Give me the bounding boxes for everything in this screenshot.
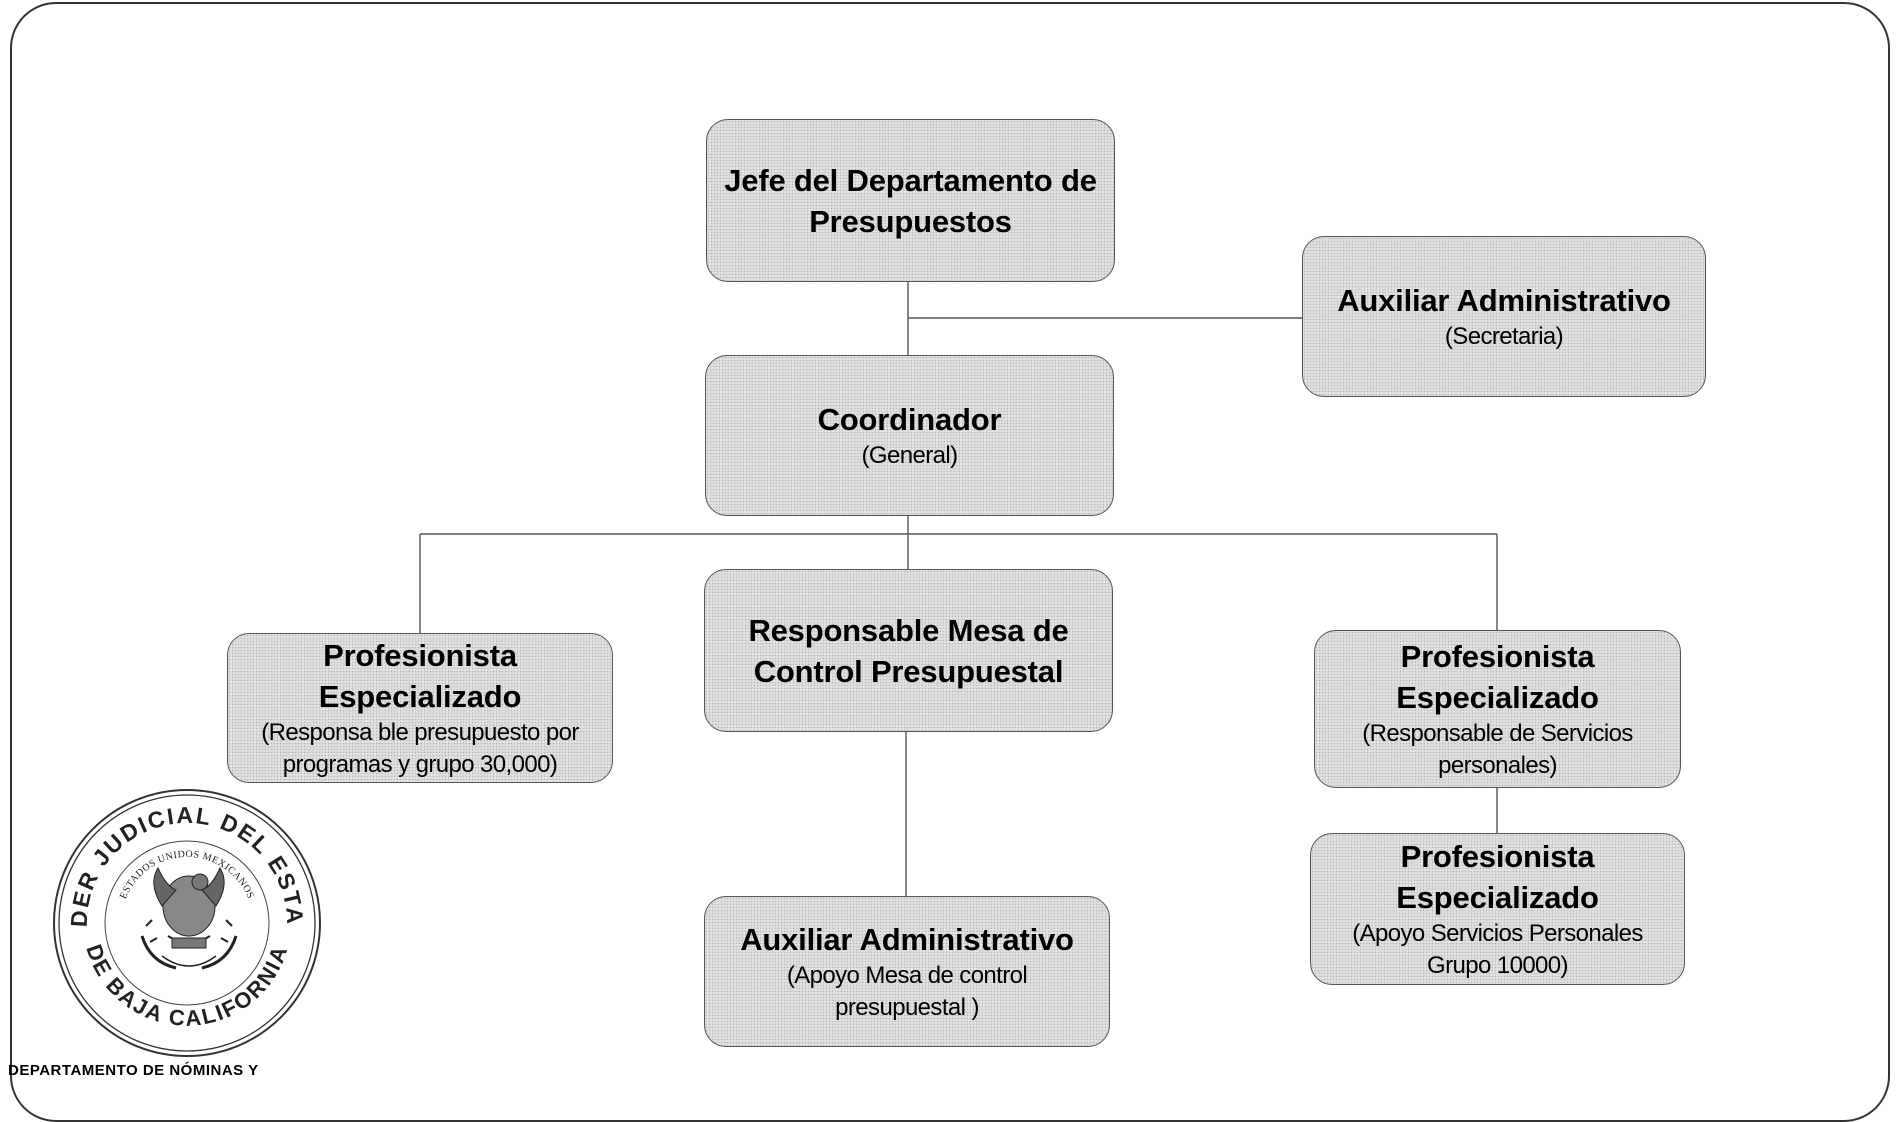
node-title: Profesionista Especializado — [1396, 839, 1599, 915]
node-coordinador: Coordinador (General) — [705, 355, 1114, 516]
node-subtitle: (Apoyo Mesa de control presupuestal ) — [786, 962, 1028, 1021]
node-title: Coordinador — [817, 402, 1002, 437]
svg-text:DE BAJA CALIFORNIA: DE BAJA CALIFORNIA — [81, 941, 293, 1031]
node-title: Responsable Mesa de Control Presupuestal — [748, 612, 1069, 689]
footer-department-text: DEPARTAMENTO DE NÓMINAS Y — [8, 1062, 259, 1079]
node-subtitle: (Apoyo Servicios Personales Grupo 10000) — [1352, 920, 1643, 979]
official-seal: PODER JUDICIAL DEL ESTADO ESTADOS UNIDOS… — [40, 765, 324, 1060]
node-subtitle: (Responsa ble presupuesto por programas … — [261, 719, 579, 778]
seal-bottom-text: DE BAJA CALIFORNIA — [81, 941, 291, 1031]
node-jefe-departamento: Jefe del Departamento de Presupuestos — [706, 119, 1115, 282]
node-profesionista-servicios: Profesionista Especializado (Responsable… — [1314, 630, 1681, 788]
node-title: Profesionista Especializado — [1396, 639, 1599, 715]
node-title: Jefe del Departamento de Presupuestos — [724, 162, 1097, 239]
node-subtitle: (General) — [861, 442, 959, 469]
node-responsable-mesa: Responsable Mesa de Control Presupuestal — [704, 569, 1113, 732]
eagle-emblem-icon — [140, 866, 238, 970]
node-profesionista-programas: Profesionista Especializado (Responsa bl… — [227, 633, 613, 783]
org-chart-connectors — [419, 282, 1498, 896]
node-profesionista-apoyo: Profesionista Especializado (Apoyo Servi… — [1310, 833, 1685, 985]
node-title: Auxiliar Administrativo — [1337, 283, 1671, 318]
node-auxiliar-mesa: Auxiliar Administrativo (Apoyo Mesa de c… — [704, 896, 1110, 1047]
node-title: Profesionista Especializado — [318, 638, 522, 714]
node-auxiliar-secretaria: Auxiliar Administrativo (Secretaria) — [1302, 236, 1706, 397]
node-subtitle: (Secretaria) — [1444, 323, 1564, 350]
node-title: Auxiliar Administrativo — [740, 922, 1074, 957]
node-subtitle: (Responsable de Servicios personales) — [1362, 720, 1633, 779]
